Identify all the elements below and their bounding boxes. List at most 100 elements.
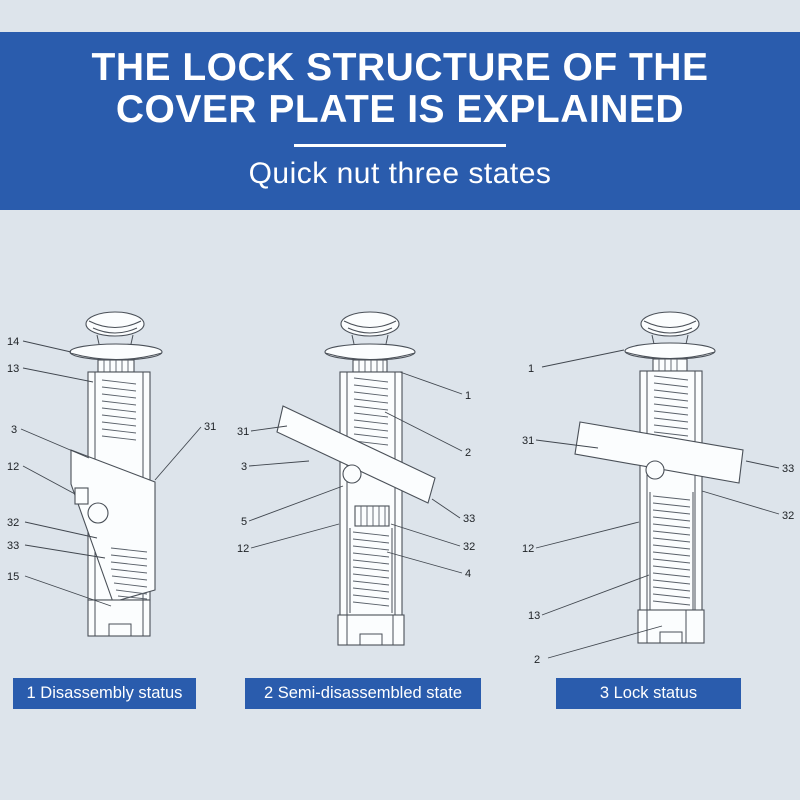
callout-label: 31 <box>237 426 249 438</box>
lower-spring-hatch <box>110 547 148 600</box>
callout-label: 4 <box>465 568 471 580</box>
leader-line <box>250 523 340 549</box>
leader-line <box>386 551 463 574</box>
collar <box>97 359 135 373</box>
lock-wedge <box>276 405 436 504</box>
base-block <box>87 599 151 637</box>
callout-5: 5 <box>241 485 344 528</box>
leader-line <box>22 340 72 353</box>
flange-washer <box>69 343 163 361</box>
callout-31: 31 <box>154 421 216 481</box>
callout-label: 2 <box>534 654 540 666</box>
callout-32: 32 <box>701 490 794 522</box>
screw-head <box>85 311 145 345</box>
callout-label: 3 <box>241 461 247 473</box>
callout-33: 33 <box>745 460 794 475</box>
callout-label: 31 <box>204 421 216 433</box>
leader-line <box>154 426 202 481</box>
leader-line <box>399 371 463 395</box>
lower-spring-hatch <box>352 531 390 607</box>
callout-label: 13 <box>528 610 540 622</box>
page-title: THE LOCK STRUCTURE OF THE COVER PLATE IS… <box>0 32 800 131</box>
leader-line <box>22 465 76 495</box>
callout-33: 33 <box>7 540 106 559</box>
flange-washer <box>624 342 716 360</box>
diagram-semi-disassembled: 31 3 5 12 1 2 33 32 <box>237 311 475 646</box>
leader-line <box>24 521 98 539</box>
title-banner: THE LOCK STRUCTURE OF THE COVER PLATE IS… <box>0 32 800 210</box>
callout-label: 33 <box>782 463 794 475</box>
title-divider <box>294 144 506 148</box>
leader-line <box>547 625 663 659</box>
diagram-lock: 1 31 12 13 2 33 32 <box>522 311 794 666</box>
caption-semi-disassembled-state: 2 Semi-disassembled state <box>245 678 481 709</box>
callout-label: 12 <box>7 461 19 473</box>
leader-line <box>541 349 625 368</box>
leader-line <box>431 498 461 519</box>
lock-wedge <box>574 421 744 484</box>
callout-label: 14 <box>7 336 19 348</box>
callout-14: 14 <box>7 336 72 353</box>
pivot-hole <box>645 460 665 480</box>
callout-3: 3 <box>241 460 310 473</box>
callout-label: 33 <box>7 540 19 552</box>
callout-1: 1 <box>399 371 471 402</box>
callout-label: 32 <box>463 541 475 553</box>
callout-12: 12 <box>237 523 340 555</box>
callout-label: 12 <box>237 543 249 555</box>
leader-line <box>535 521 640 549</box>
lock-wedge <box>70 449 156 603</box>
callout-33: 33 <box>431 498 475 525</box>
base-block <box>337 614 405 646</box>
callout-label: 5 <box>241 516 247 528</box>
callout-label: 1 <box>528 363 534 375</box>
callout-label: 2 <box>465 447 471 459</box>
callout-label: 31 <box>522 435 534 447</box>
callout-1: 1 <box>528 349 625 375</box>
upper-spring-hatch <box>101 379 137 441</box>
leader-line <box>701 490 780 515</box>
collar <box>652 358 688 372</box>
callout-13: 13 <box>7 363 94 383</box>
callout-32: 32 <box>7 517 98 539</box>
upper-spring-hatch <box>353 377 389 446</box>
page-title-line-1: THE LOCK STRUCTURE OF THE <box>91 46 709 89</box>
base-block <box>637 609 705 644</box>
release-tab <box>74 487 89 505</box>
callout-label: 32 <box>782 510 794 522</box>
caption-disassembly-status: 1 Disassembly status <box>13 678 196 709</box>
callout-4: 4 <box>386 551 471 580</box>
caption-lock-status: 3 Lock status <box>556 678 741 709</box>
leader-line <box>20 428 90 459</box>
callout-15: 15 <box>7 571 112 607</box>
leader-line <box>22 367 94 383</box>
collar <box>352 359 388 373</box>
callout-2: 2 <box>384 411 471 459</box>
callout-label: 13 <box>7 363 19 375</box>
page-title-line-2: COVER PLATE IS EXPLAINED <box>115 88 685 132</box>
leader-line <box>541 574 650 616</box>
leader-line <box>248 485 344 522</box>
pivot-hole <box>342 464 362 484</box>
lower-spring-walls <box>649 492 694 610</box>
diagram-disassembly: 14 13 3 12 32 33 15 31 <box>7 311 216 637</box>
screw-head <box>340 311 400 345</box>
pivot-hole <box>87 502 109 524</box>
leader-line <box>384 411 463 452</box>
callout-12: 12 <box>522 521 640 555</box>
callout-3: 3 <box>11 424 90 459</box>
callout-label: 15 <box>7 571 19 583</box>
callout-label: 32 <box>7 517 19 529</box>
callout-13: 13 <box>528 574 650 622</box>
callout-label: 33 <box>463 513 475 525</box>
leader-line <box>248 460 310 467</box>
subtitle: Quick nut three states <box>248 157 552 191</box>
lower-spring-hatch <box>652 495 691 606</box>
leader-line <box>250 425 288 432</box>
callout-32: 32 <box>390 523 475 553</box>
callout-label: 12 <box>522 543 534 555</box>
callout-12: 12 <box>7 461 76 495</box>
leader-line <box>390 523 461 547</box>
callout-label: 3 <box>11 424 17 436</box>
